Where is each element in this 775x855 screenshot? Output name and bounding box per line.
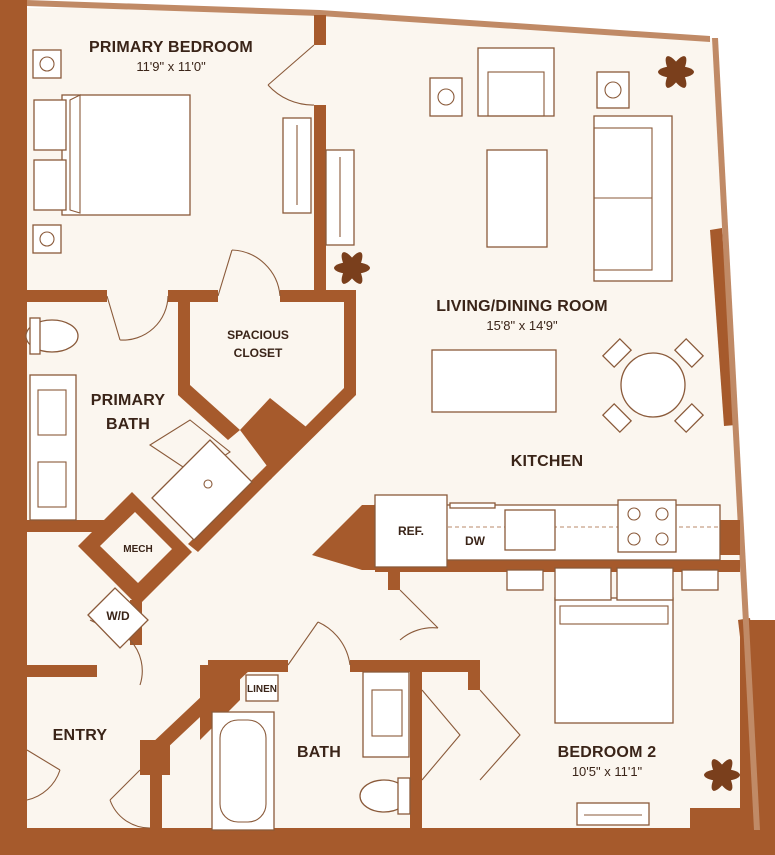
doors — [26, 44, 521, 829]
plant-icons — [334, 56, 740, 791]
mech-label: MECH — [123, 544, 152, 555]
ref-label: REF. — [398, 524, 424, 538]
bedroom2-name: BEDROOM 2 — [558, 744, 657, 761]
dw-label: DW — [465, 534, 486, 548]
room-labels: PRIMARY BEDROOM 11'9" x 11'0" LIVING/DIN… — [53, 39, 657, 779]
kitchen-label: KITCHEN — [511, 453, 584, 470]
living-dining-name: LIVING/DINING ROOM — [436, 298, 608, 315]
furniture — [25, 47, 721, 831]
entry-label: ENTRY — [53, 727, 108, 744]
closet-label-2: CLOSET — [234, 346, 283, 360]
wd-label: W/D — [106, 609, 130, 623]
linen-label: LINEN — [247, 684, 277, 695]
primary-bedroom-name: PRIMARY BEDROOM — [89, 39, 253, 56]
bedroom2-dims: 10'5" x 11'1" — [572, 764, 643, 779]
living-dining-dims: 15'8" x 14'9" — [486, 318, 558, 333]
primary-bath-label-1: PRIMARY — [91, 392, 166, 409]
closet-label-1: SPACIOUS — [227, 328, 289, 342]
bath-label: BATH — [297, 744, 341, 761]
primary-bedroom-dims: 11'9" x 11'0" — [136, 59, 206, 74]
primary-bath-label-2: BATH — [106, 416, 150, 433]
